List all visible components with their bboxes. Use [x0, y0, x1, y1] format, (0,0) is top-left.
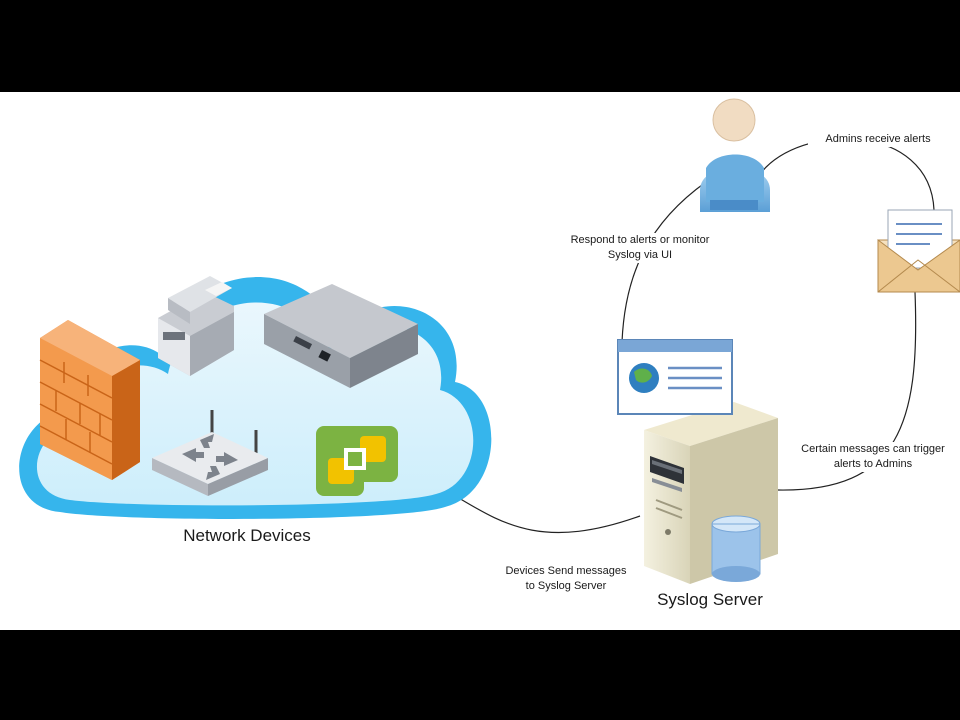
firewall-icon	[39, 320, 140, 480]
connector-server-to-email	[777, 291, 917, 491]
web-ui-window-icon	[617, 339, 733, 415]
edge-label-line: Respond to alerts or monitor	[570, 234, 710, 246]
diagram-graphics	[19, 98, 960, 584]
rack-server-icon	[264, 284, 418, 388]
edge-label-line: Syslog via UI	[607, 249, 673, 261]
connector-admin-to-email	[759, 138, 935, 211]
vmware-icon	[316, 426, 398, 496]
edge-label-admin-receive: Admins receive alerts	[808, 132, 948, 147]
edge-label-line: Devices Send messages	[505, 565, 627, 577]
connector-devices-to-server	[451, 493, 641, 534]
router-icon	[152, 410, 268, 496]
syslog-server-label: Syslog Server	[657, 590, 763, 609]
edge-label-line: Admins receive alerts	[825, 133, 931, 145]
admin-user-icon	[700, 98, 770, 212]
edge-label-devices-to-server: Devices Send messages to Syslog Server	[486, 564, 646, 594]
edge-label-admin-to-server: Respond to alerts or monitor Syslog via …	[550, 233, 730, 263]
printer-icon	[158, 276, 234, 376]
edge-label-line: Certain messages can trigger	[801, 443, 945, 455]
diagram-canvas: Network Devices Syslog Server Devices Se…	[0, 92, 960, 630]
network-devices-label: Network Devices	[183, 526, 311, 545]
edge-label-server-to-email: Certain messages can trigger alerts to A…	[786, 442, 960, 472]
email-envelope-icon	[877, 209, 960, 293]
edge-label-line: to Syslog Server	[525, 580, 607, 592]
database-icon	[711, 515, 761, 582]
edge-label-line: alerts to Admins	[833, 458, 913, 470]
